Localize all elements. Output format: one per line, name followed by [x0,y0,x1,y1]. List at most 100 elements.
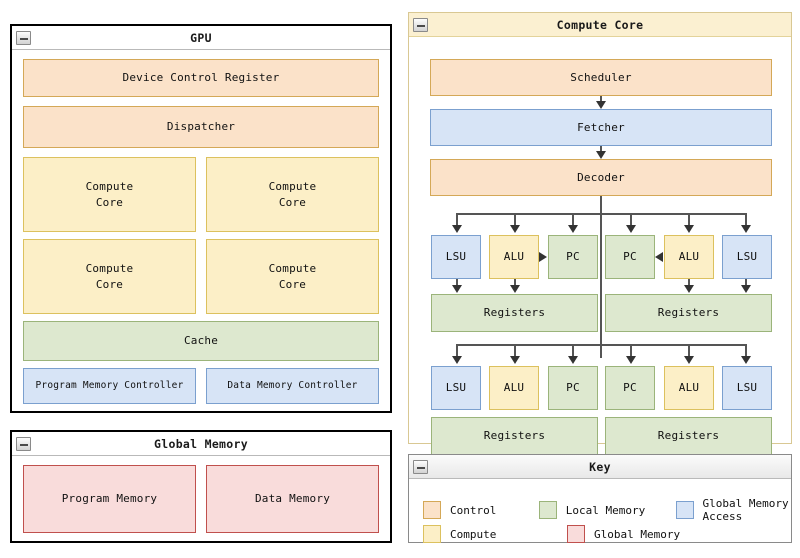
alu-block-row1-right[interactable]: ALU [664,235,714,279]
minus-box-icon[interactable] [16,436,31,451]
key-label-global-memory: Global Memory [594,527,681,541]
key-panel-body: Control Local Memory Global Memory Acces… [409,479,791,543]
key-legend-row-1: Control Local Memory Global Memory Acces… [423,497,800,523]
key-item-compute: Compute [423,525,567,543]
key-swatch-global-memory-access [675,501,694,519]
global-memory-panel-title: Global Memory [154,437,248,451]
fetcher-block[interactable]: Fetcher [430,109,772,146]
compute-core-block-2[interactable]: Compute Core [206,157,379,232]
bus1-arrow-4 [626,225,636,233]
bus1-arrow-2 [510,225,520,233]
global-memory-panel: Global Memory Program Memory Data Memory [10,430,392,543]
bus2-drop-4 [630,344,632,360]
lsu-block-row2-left[interactable]: LSU [431,366,481,410]
gpu-panel-body: Device Control Register Dispatcher Compu… [12,50,390,411]
key-item-control: Control [423,501,539,519]
lsu-to-registers-line-row1-right [745,279,747,290]
key-panel: Key Control Local Memory Global Memory A… [408,454,792,543]
bus1-arrow-6 [741,225,751,233]
alu-to-registers-line-row1-left [514,279,516,290]
bus1-drop-1 [456,213,458,229]
lsu-to-registers-line-row1-left [456,279,458,290]
key-swatch-compute [423,525,441,543]
bus1-arrow-5 [684,225,694,233]
key-panel-title: Key [589,460,611,474]
registers-block-row2-right[interactable]: Registers [605,417,772,455]
lsu-block-row1-left[interactable]: LSU [431,235,481,279]
minus-box-icon[interactable] [16,30,31,45]
registers-block-row1-right[interactable]: Registers [605,294,772,332]
alu-block-row2-left[interactable]: ALU [489,366,539,410]
pc-block-row1-right[interactable]: PC [605,235,655,279]
bus1-drop-5 [688,213,690,229]
lsu-to-registers-arrow-row1-left [452,285,462,293]
decoder-trunk-line [600,196,602,358]
alu-to-registers-line-row1-right [688,279,690,290]
bus2-drop-6 [745,344,747,360]
device-control-register-block[interactable]: Device Control Register [23,59,379,97]
scheduler-to-fetcher-arrow [596,101,606,109]
registers-block-row2-left[interactable]: Registers [431,417,598,455]
bus2-drop-5 [688,344,690,360]
compute-core-panel: Compute Core Scheduler Fetcher Decoder L… [408,12,792,455]
program-memory-controller-block[interactable]: Program Memory Controller [23,368,196,404]
pc-block-row1-left[interactable]: PC [548,235,598,279]
dispatcher-block[interactable]: Dispatcher [23,106,379,148]
key-label-control: Control [450,503,497,517]
bus2-drop-1 [456,344,458,360]
bus2-arrow-1 [452,356,462,364]
key-label-compute: Compute [450,527,497,541]
global-memory-panel-header: Global Memory [12,432,390,456]
key-label-local-memory: Local Memory [565,503,646,517]
data-memory-controller-block[interactable]: Data Memory Controller [206,368,379,404]
gpu-panel: GPU Device Control Register Dispatcher C… [10,24,392,413]
registers-block-row1-left[interactable]: Registers [431,294,598,332]
minus-box-icon[interactable] [413,17,428,32]
lsu-block-row2-right[interactable]: LSU [722,366,772,410]
bus1-arrow-1 [452,225,462,233]
minus-box-icon[interactable] [413,459,428,474]
compute-core-block-1[interactable]: Compute Core [23,157,196,232]
bus2-arrow-2 [510,356,520,364]
key-panel-header: Key [409,455,791,479]
key-swatch-control [423,501,441,519]
bus1-drop-6 [745,213,747,229]
bus2-drop-2 [514,344,516,360]
alu-block-row1-left[interactable]: ALU [489,235,539,279]
program-memory-block[interactable]: Program Memory [23,465,196,533]
bus2-arrow-6 [741,356,751,364]
compute-core-block-3[interactable]: Compute Core [23,239,196,314]
decoder-block[interactable]: Decoder [430,159,772,196]
gpu-panel-title: GPU [190,31,212,45]
bus2-drop-3 [572,344,574,360]
alu-to-registers-arrow-row1-right [684,285,694,293]
pc-block-row2-right[interactable]: PC [605,366,655,410]
bus2-arrow-5 [684,356,694,364]
key-swatch-global-memory [567,525,585,543]
pc-block-row2-left[interactable]: PC [548,366,598,410]
compute-core-panel-title: Compute Core [556,18,644,32]
scheduler-block[interactable]: Scheduler [430,59,772,96]
bus1-drop-4 [630,213,632,229]
key-item-local-memory: Local Memory [538,501,676,519]
key-label-global-memory-access: Global Memory Access [702,497,789,523]
alu-to-pc-arrow-row1-left [539,252,547,262]
key-item-global-memory-access: Global Memory Access [675,497,800,523]
key-legend-row-2: Compute Global Memory [423,525,737,543]
bus1-drop-2 [514,213,516,229]
alu-to-pc-arrow-row1-right [655,252,663,262]
bus1-drop-3 [572,213,574,229]
dispatch-bus-2 [456,344,745,346]
compute-core-block-4[interactable]: Compute Core [206,239,379,314]
data-memory-block[interactable]: Data Memory [206,465,379,533]
bus2-arrow-4 [626,356,636,364]
lsu-to-registers-arrow-row1-right [741,285,751,293]
lsu-block-row1-right[interactable]: LSU [722,235,772,279]
alu-block-row2-right[interactable]: ALU [664,366,714,410]
compute-core-panel-body: Scheduler Fetcher Decoder LSU ALU PC [409,37,791,455]
global-memory-panel-body: Program Memory Data Memory [12,456,390,541]
key-swatch-local-memory [538,501,557,519]
key-item-global-memory: Global Memory [567,525,737,543]
cache-block[interactable]: Cache [23,321,379,361]
bus2-arrow-3 [568,356,578,364]
